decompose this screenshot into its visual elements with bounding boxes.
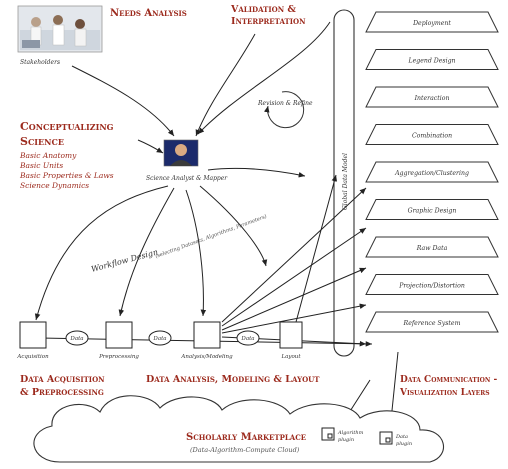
svg-text:Data: Data: [395, 434, 408, 440]
section-acq-line2: & Preprocessing: [20, 387, 104, 398]
marketplace-sub: (Data-Algorithm-Compute Cloud): [190, 446, 300, 454]
step-box-acquisition: [19, 321, 47, 349]
concept-item: Science Dynamics: [20, 181, 89, 190]
svg-text:plugin: plugin: [396, 441, 412, 447]
layer-label: Raw Data: [416, 245, 448, 252]
layer-plane: [365, 161, 499, 183]
pipeline-step-label: Analysis/Modeling: [180, 354, 233, 360]
step-box-preprocessing: [105, 321, 133, 349]
workflow-label: Workflow Design: [90, 247, 159, 273]
section-comm-line2: Visualization Layers: [399, 388, 490, 398]
workflow-sub: (selecting Datasets, Algorithms, Paramet…: [154, 213, 267, 260]
layer-label: Graphic Design: [408, 208, 457, 215]
concept-item: Basic Properties & Laws: [19, 171, 114, 180]
stakeholders-photo: [17, 5, 103, 53]
layer-plane: [365, 311, 499, 333]
revision-label: Revision & Refine: [257, 100, 313, 107]
concept-item: Basic Anatomy: [19, 151, 77, 160]
section-comm-line1: Data Communication -: [400, 375, 497, 385]
revision-loop: [264, 91, 305, 129]
data-node-label: Data: [69, 336, 83, 342]
data-node: [148, 330, 172, 346]
section-analysis: Data Analysis, Modeling & Layout: [146, 374, 320, 385]
section-acq-line1: Data Acquisition: [20, 374, 105, 385]
layer-plane: [365, 236, 499, 258]
validation-title-line2: Interpretation: [231, 16, 306, 27]
layer-plane: [365, 49, 499, 70]
data-node-label: Data: [240, 336, 254, 342]
data-node: [65, 330, 89, 346]
step-box-layout: [279, 321, 303, 349]
conceptualizing-title-line2: Science: [20, 135, 64, 148]
layer-plane: [365, 274, 499, 295]
analyst-photo: [163, 139, 199, 167]
global-data-model-label: Global Data Model: [342, 153, 349, 210]
layer-label: Interaction: [414, 95, 450, 102]
concept-item: Basic Units: [19, 161, 63, 170]
layer-label: Legend Design: [407, 58, 455, 65]
layer-label: Deployment: [412, 20, 451, 27]
svg-text:plugin: plugin: [338, 437, 354, 443]
layer-label: Combination: [412, 133, 452, 140]
layer-label: Reference System: [403, 320, 461, 327]
layer-plane: [365, 199, 499, 220]
pipeline-step-label: Acquisition: [16, 354, 49, 360]
layer-plane: [365, 124, 499, 145]
conceptualizing-title-line1: Conceptualizing: [20, 120, 114, 133]
marketplace-title: Scholarly Marketplace: [186, 432, 306, 443]
validation-title-line1: Validation &: [230, 4, 296, 15]
needs-analysis-title: Needs Analysis: [110, 8, 187, 19]
layer-plane: [365, 11, 499, 33]
data-node-label: Data: [152, 336, 166, 342]
layer-label: Projection/Distortion: [398, 283, 465, 290]
stakeholders-caption: Stakeholders: [20, 59, 60, 66]
step-box-analysis: [193, 321, 221, 349]
data-node: [236, 330, 260, 346]
pipeline-step-label: Preprocessing: [98, 354, 139, 360]
layer-label: Aggregation/Clustering: [394, 170, 469, 177]
pipeline: [19, 321, 373, 349]
analyst-caption: Science Analyst & Mapper: [146, 175, 228, 182]
layer-plane: [365, 86, 499, 108]
flow-arrows: [34, 21, 399, 431]
pipeline-step-label: Layout: [280, 354, 301, 360]
svg-text:Algorithm: Algorithm: [337, 430, 364, 436]
marketplace-cloud: [33, 395, 444, 463]
